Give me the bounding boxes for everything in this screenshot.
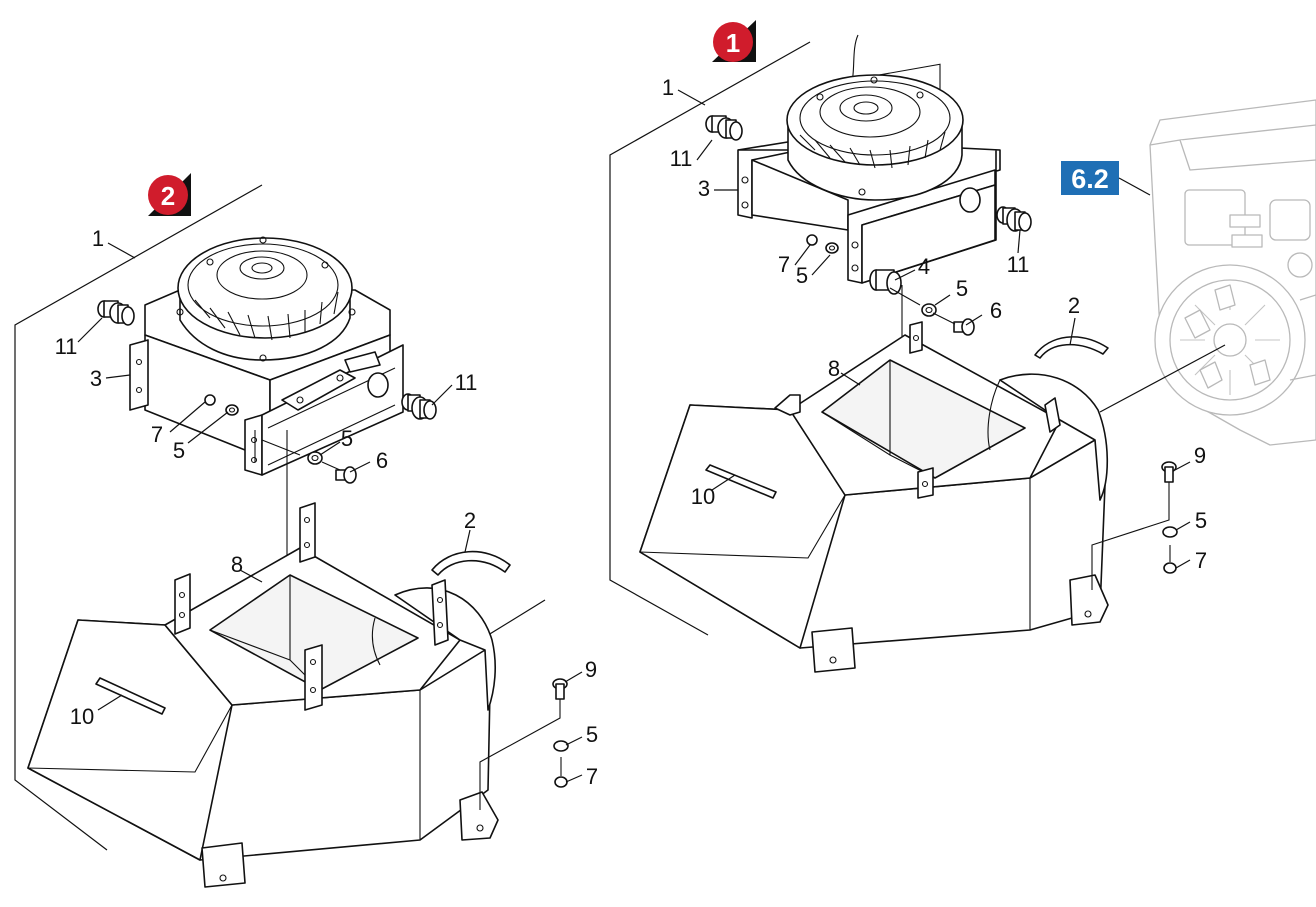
grommet-11-right xyxy=(367,372,437,420)
buffer-4 xyxy=(869,269,902,295)
washer-5b xyxy=(307,451,323,465)
seal-strip-2 xyxy=(1034,336,1109,359)
callout-4: 4 xyxy=(918,254,930,279)
callout-5: 5 xyxy=(956,276,968,301)
callout-6: 6 xyxy=(376,448,388,473)
variant-2-badge[interactable]: 2 xyxy=(148,173,191,216)
washer-5c xyxy=(1162,526,1178,538)
callout-9: 9 xyxy=(1194,443,1206,468)
grommet-11-left xyxy=(97,300,135,326)
callout-7: 7 xyxy=(151,422,163,447)
callout-9: 9 xyxy=(585,657,597,682)
callout-11: 11 xyxy=(1007,252,1030,277)
slot-10 xyxy=(705,464,777,499)
assembly-variant-1: 1 xyxy=(609,20,1207,673)
callout-5: 5 xyxy=(586,722,598,747)
motor-fan-cover xyxy=(177,237,353,339)
reference-badge-text: 6.2 xyxy=(1071,164,1109,194)
seal-strip-2 xyxy=(431,550,511,576)
grommet-11-left xyxy=(705,115,743,141)
slot-10 xyxy=(95,677,166,715)
callout-1: 1 xyxy=(662,75,674,100)
callout-11: 11 xyxy=(455,370,478,395)
reference-badge-6-2[interactable]: 6.2 xyxy=(1061,161,1119,195)
callout-5: 5 xyxy=(341,426,353,451)
callout-7: 7 xyxy=(778,252,790,277)
washer-7 xyxy=(204,394,216,406)
assembly-variant-2: 2 xyxy=(14,173,598,888)
nut-7 xyxy=(1163,562,1177,574)
callout-3: 3 xyxy=(698,176,710,201)
callout-5: 5 xyxy=(173,438,185,463)
screw-6 xyxy=(953,318,975,336)
washer-5c xyxy=(553,740,569,752)
callout-1: 1 xyxy=(92,226,104,251)
engine-ghost xyxy=(1149,99,1316,446)
callout-7: 7 xyxy=(586,764,598,789)
reference-badge-background xyxy=(1061,161,1119,195)
callout-5: 5 xyxy=(1195,508,1207,533)
badge-number: 1 xyxy=(726,28,740,58)
grommet-11-right xyxy=(959,187,1032,232)
callout-5: 5 xyxy=(796,263,808,288)
callout-8: 8 xyxy=(828,356,840,381)
washer-7 xyxy=(806,234,818,246)
callout-2: 2 xyxy=(1068,293,1080,318)
callout-10: 10 xyxy=(691,484,715,509)
nut-7 xyxy=(554,776,568,788)
motor-cable xyxy=(851,34,859,83)
washer-5b xyxy=(921,303,937,317)
mount-tab xyxy=(299,502,316,563)
badge-circle xyxy=(148,175,188,215)
callout-2: 2 xyxy=(464,508,476,533)
badge-number: 2 xyxy=(161,181,175,211)
bolt-9 xyxy=(1161,461,1177,483)
callout-7: 7 xyxy=(1195,548,1207,573)
variant-1-badge[interactable]: 1 xyxy=(712,20,756,62)
frame-line-right xyxy=(609,41,811,636)
badge-circle xyxy=(713,22,753,62)
callout-10: 10 xyxy=(70,704,94,729)
callout-8: 8 xyxy=(231,552,243,577)
washer-5 xyxy=(825,242,839,254)
callout-11: 11 xyxy=(670,146,693,171)
callout-11: 11 xyxy=(55,334,78,359)
callout-6: 6 xyxy=(990,298,1002,323)
washer-5 xyxy=(225,404,239,416)
frame-line-left xyxy=(14,184,263,851)
bolt-9 xyxy=(552,678,568,700)
callout-3: 3 xyxy=(90,366,102,391)
